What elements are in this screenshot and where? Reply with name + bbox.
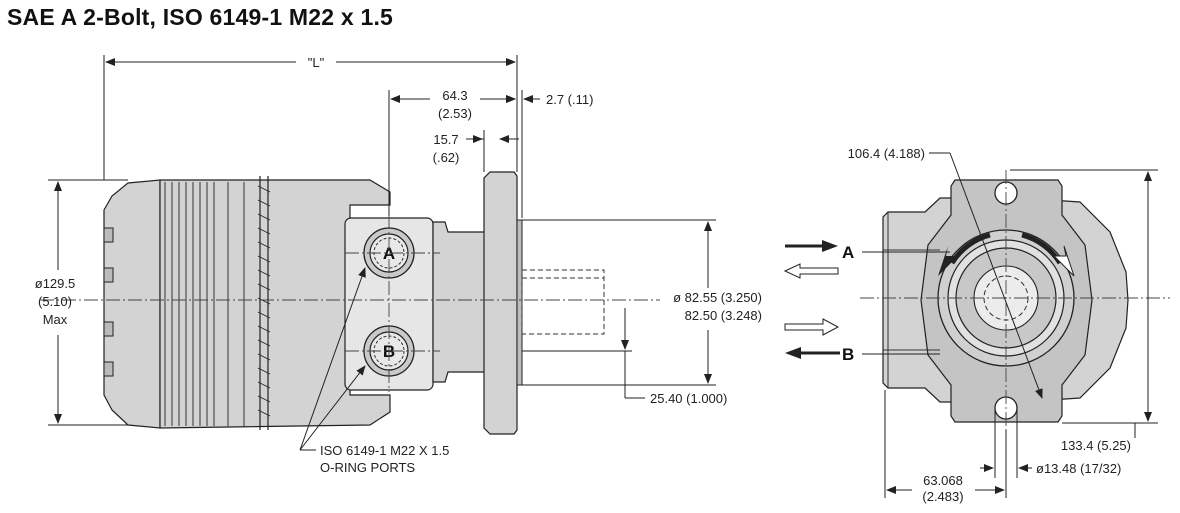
port-a-label: A (383, 244, 395, 263)
dia-129-5-inch: (5.10) (38, 294, 72, 309)
end-view (860, 170, 1170, 440)
side-view: A B (40, 171, 660, 435)
housing-neck (432, 221, 486, 383)
bolt-spacing-inch: (2.483) (922, 489, 963, 504)
mounting-flange (483, 171, 518, 435)
flow-label-b: B (842, 345, 854, 364)
port-note-line-1: ISO 6149-1 M22 X 1.5 (320, 443, 449, 458)
pilot (516, 219, 523, 386)
dia-129-5-max: Max (43, 312, 68, 327)
flow-a (783, 240, 839, 279)
housing-grooves (164, 182, 245, 426)
motor-housing (159, 179, 391, 429)
flow-b (784, 318, 840, 359)
pilot-diameter-max: ø 82.55 (3.250) (673, 290, 762, 305)
side-dimensions: "L" 64.3 (2.53) 2.7 (.11) 15.7 (.62) ø12… (35, 55, 762, 475)
dim-2-7: 2.7 (.11) (546, 92, 593, 107)
dim-64-3-inch: (2.53) (438, 106, 472, 121)
bolt-circle: 106.4 (4.188) (848, 146, 925, 161)
flange-height: 133.4 (5.25) (1061, 438, 1131, 453)
port-note-line-2: O-RING PORTS (320, 460, 415, 475)
end-dimensions: 106.4 (4.188) 133.4 (5.25) ø13.48 (17/32… (783, 146, 1158, 504)
end-cap (103, 179, 161, 429)
housing-seam (257, 176, 271, 430)
dim-64-3: 64.3 (442, 88, 467, 103)
dim-15-7-inch: (.62) (433, 150, 460, 165)
page-title: SAE A 2-Bolt, ISO 6149-1 M22 x 1.5 (7, 4, 394, 30)
pilot-diameter-min: 82.50 (3.248) (685, 308, 762, 323)
flow-label-a: A (842, 243, 854, 262)
dia-129-5: ø129.5 (35, 276, 75, 291)
hidden-shaft (521, 269, 605, 335)
shaft-offset: 25.40 (1.000) (650, 391, 727, 406)
bolt-hole-diameter: ø13.48 (17/32) (1036, 461, 1121, 476)
overall-length-label: "L" (308, 55, 325, 70)
bolt-spacing: 63.068 (923, 473, 963, 488)
dim-15-7: 15.7 (433, 132, 458, 147)
